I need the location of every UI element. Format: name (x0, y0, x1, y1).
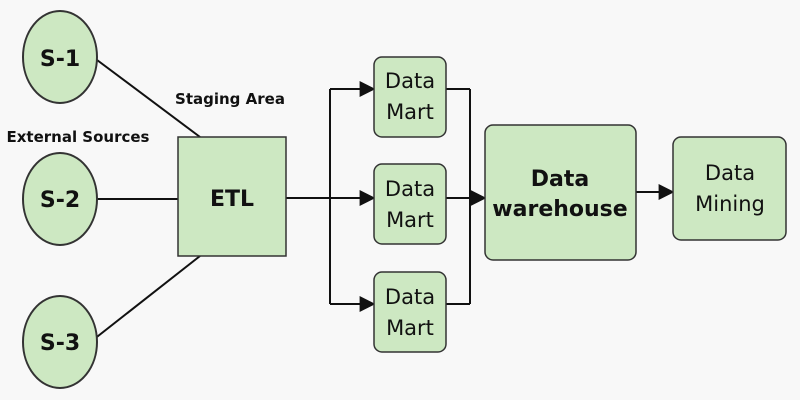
data-mart-2-line2: Mart (386, 208, 434, 232)
data-mart-node-1 (373, 56, 447, 138)
mining-line2: Mining (695, 192, 765, 216)
data-mart-node-3 (373, 271, 447, 353)
external-sources-label: External Sources (6, 128, 149, 146)
connector-s1-etl (92, 56, 201, 138)
warehouse-line1: Data (531, 167, 589, 192)
source-node-1 (22, 10, 98, 104)
data-mart-node-2 (373, 163, 447, 245)
etl-label: ETL (210, 187, 254, 212)
etl-node (177, 136, 287, 257)
source-label-2: S-2 (40, 188, 80, 213)
warehouse-line2: warehouse (492, 197, 627, 222)
data-mart-3-line2: Mart (386, 316, 434, 340)
source-node-3 (22, 295, 98, 389)
mining-line1: Data (705, 161, 755, 185)
mining-node (672, 136, 787, 241)
connector-s3-etl (92, 255, 201, 341)
staging-area-label: Staging Area (175, 90, 285, 108)
source-label-1: S-1 (40, 47, 80, 72)
data-mart-1-line1: Data (385, 69, 435, 93)
data-mart-2-line1: Data (385, 177, 435, 201)
warehouse-node (484, 124, 637, 261)
source-node-2 (22, 152, 98, 246)
source-label-3: S-3 (40, 331, 80, 356)
data-mart-3-line1: Data (385, 285, 435, 309)
data-mart-1-line2: Mart (386, 100, 434, 124)
